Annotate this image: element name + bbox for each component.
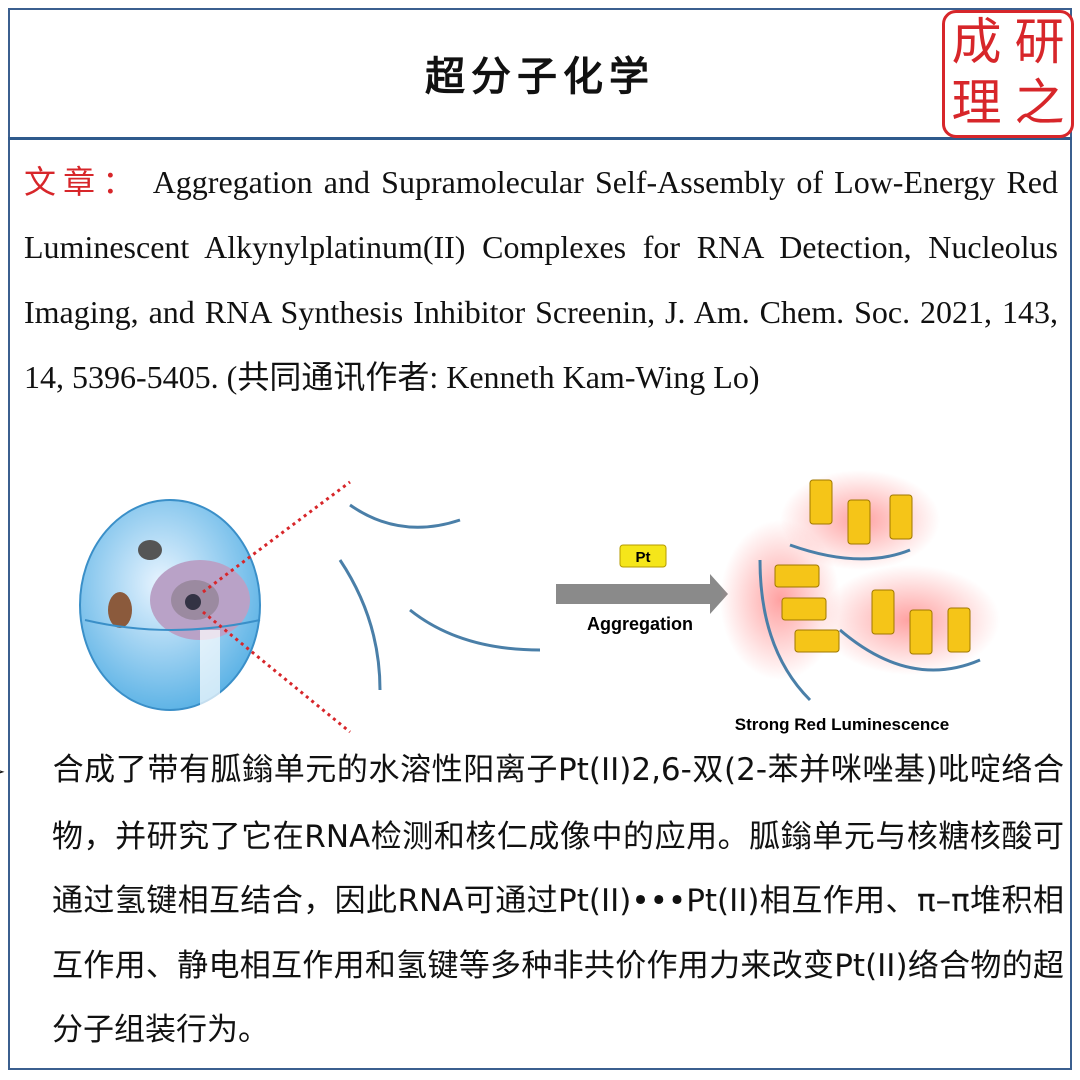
summary-text: 合成了带有胍鎓单元的水溶性阳离子Pt(II)2,6-双(2-苯并咪唑基)吡啶络合… — [52, 752, 1064, 1048]
rna-strands — [338, 503, 541, 691]
cell-illustration — [79, 499, 261, 711]
citation-text: Aggregation and Supramolecular Self-Asse… — [24, 164, 1058, 395]
aggregate-illustration — [720, 470, 1000, 702]
reagent-label: Pt — [636, 549, 651, 566]
bullet-arrow-icon: ➢ — [0, 740, 52, 805]
summary-bullet: ➢合成了带有胍鎓单元的水溶性阳离子Pt(II)2,6-双(2-苯并咪唑基)吡啶络… — [0, 738, 1064, 1063]
arrow-label: Aggregation — [587, 614, 693, 634]
title-bar — [8, 8, 1072, 140]
arrow-icon — [556, 574, 728, 614]
result-label: Strong Red Luminescence — [735, 715, 949, 734]
figure-aggregation-scheme: Pt Aggregation Strong Red Luminescence — [60, 470, 1070, 740]
article-label: 文章： — [24, 163, 142, 201]
page-title: 超分子化学 — [425, 54, 655, 100]
slide-frame — [8, 8, 1072, 1070]
scheme-graphic: Pt Aggregation Strong Red Luminescence — [79, 470, 1000, 734]
article-citation: 文章： Aggregation and Supramolecular Self-… — [24, 150, 1058, 410]
logo-seal: 成研理之 — [942, 10, 1074, 138]
